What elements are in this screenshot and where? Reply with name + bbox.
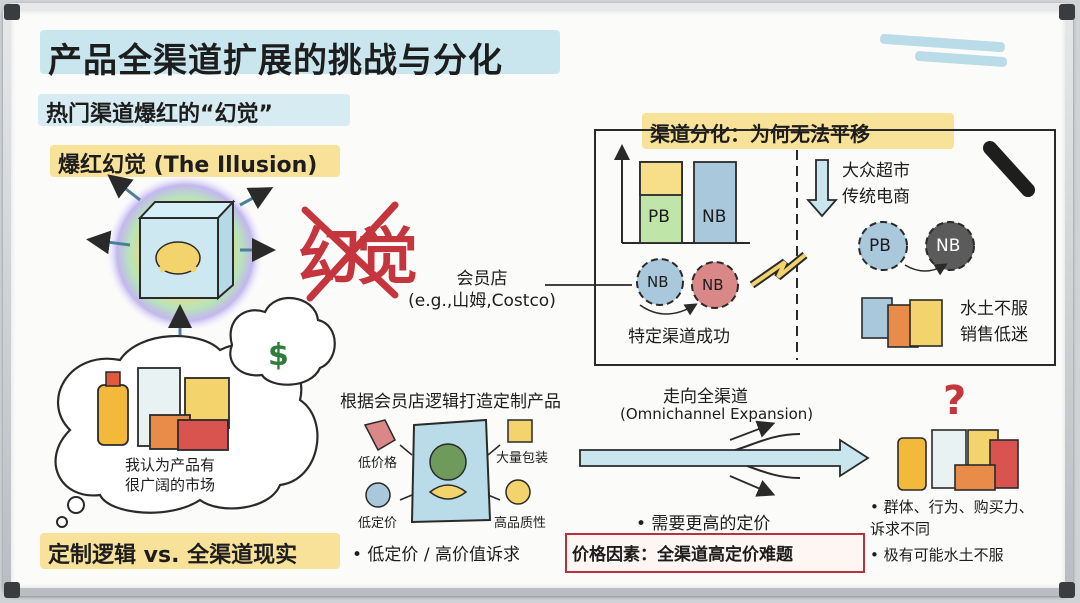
gear-pb-icon (858, 221, 908, 271)
bottom-heading: 定制逻辑 vs. 全渠道现实 (48, 543, 298, 568)
omni-expansion-arrow-icon (579, 420, 870, 497)
gear-nb-2-label: NB (702, 276, 724, 294)
bottom-highlight (40, 533, 340, 569)
low-pricing-label: 低定价 (358, 516, 398, 531)
omni-products-icon (897, 429, 1019, 491)
mass-channels-text: 大众超市 传统电商 (842, 161, 910, 207)
frame-corner-icon (4, 582, 20, 598)
omni-label: 走向全渠道 (663, 387, 748, 407)
price-factor-text: 价格因素：全渠道高定价难题 (572, 545, 793, 565)
gear-pb-label: PB (869, 236, 891, 256)
title-highlight (40, 30, 560, 74)
custom-product-caption: 根据会员店逻辑打造定制产品 (340, 392, 561, 412)
down-arrow-icon (806, 159, 838, 218)
low-price-label: 低价格 (358, 456, 398, 471)
quality-label: 高品质性 (494, 516, 547, 531)
pb-nb-bar-icon (614, 144, 750, 244)
frame-corner-icon (1059, 582, 1075, 598)
bar-pb-label: PB (648, 207, 670, 227)
subtitle-highlight (38, 94, 350, 126)
quality-badge-icon (505, 479, 531, 505)
cross-out-icon (301, 201, 399, 302)
bulk-package-icon (507, 419, 533, 443)
gear-nb-3-icon (925, 221, 975, 271)
bar-nb-label: NB (702, 207, 727, 227)
price-tag-icon (363, 419, 396, 452)
illusion-stamp: 幻觉 (298, 220, 418, 293)
success-caption: 特定渠道成功 (628, 327, 730, 347)
frame-corner-icon (1059, 4, 1075, 20)
gear-nb-1-icon (636, 258, 684, 306)
gear-nb-2-icon (691, 261, 739, 309)
member-store-label: 会员店 (e.g.,山姆,Costco) (408, 269, 556, 311)
bulk-package-label: 大量包装 (496, 451, 549, 466)
omni-bullet-1: • 群体、行为、购买力、 诉求不同 (870, 498, 1034, 538)
marker-pen-icon (983, 141, 1035, 197)
subtitle: 热门渠道爆红的“幻觉” (46, 102, 273, 127)
gear-nb-1-label: NB (647, 273, 669, 291)
gear-nb-3-label: NB (936, 236, 961, 256)
thought-cloud-icon: $ (54, 297, 336, 528)
cloud-caption: 我认为产品有 很广阔的市场 (124, 456, 215, 494)
custom-bullet: • 低定价 / 高价值诉求 (352, 545, 520, 565)
thumbs-up-icon (365, 482, 391, 508)
omni-bullet-2: • 极有可能水土不服 (870, 546, 1004, 564)
channel-split-heading: 渠道分化：为何无法平移 (650, 122, 870, 146)
frame-corner-icon (4, 4, 20, 20)
question-mark-icon: ? (943, 378, 967, 424)
fail-products-icon (861, 297, 943, 348)
dollar-icon: $ (268, 338, 289, 373)
illusion-highlight (50, 145, 340, 177)
omni-label-en: (Omnichannel Expansion) (620, 405, 814, 423)
illusion-heading: 爆红幻觉 (The Illusion) (58, 153, 318, 178)
custom-product-bag-icon (399, 418, 501, 524)
omni-bullet: • 需要更高的定价 (636, 514, 771, 534)
price-factor-box (565, 533, 865, 573)
page-title: 产品全渠道扩展的挑战与分化 (48, 41, 503, 81)
fail-caption: 水土不服 销售低迷 (960, 299, 1028, 345)
illusion-product-icon (86, 173, 276, 335)
